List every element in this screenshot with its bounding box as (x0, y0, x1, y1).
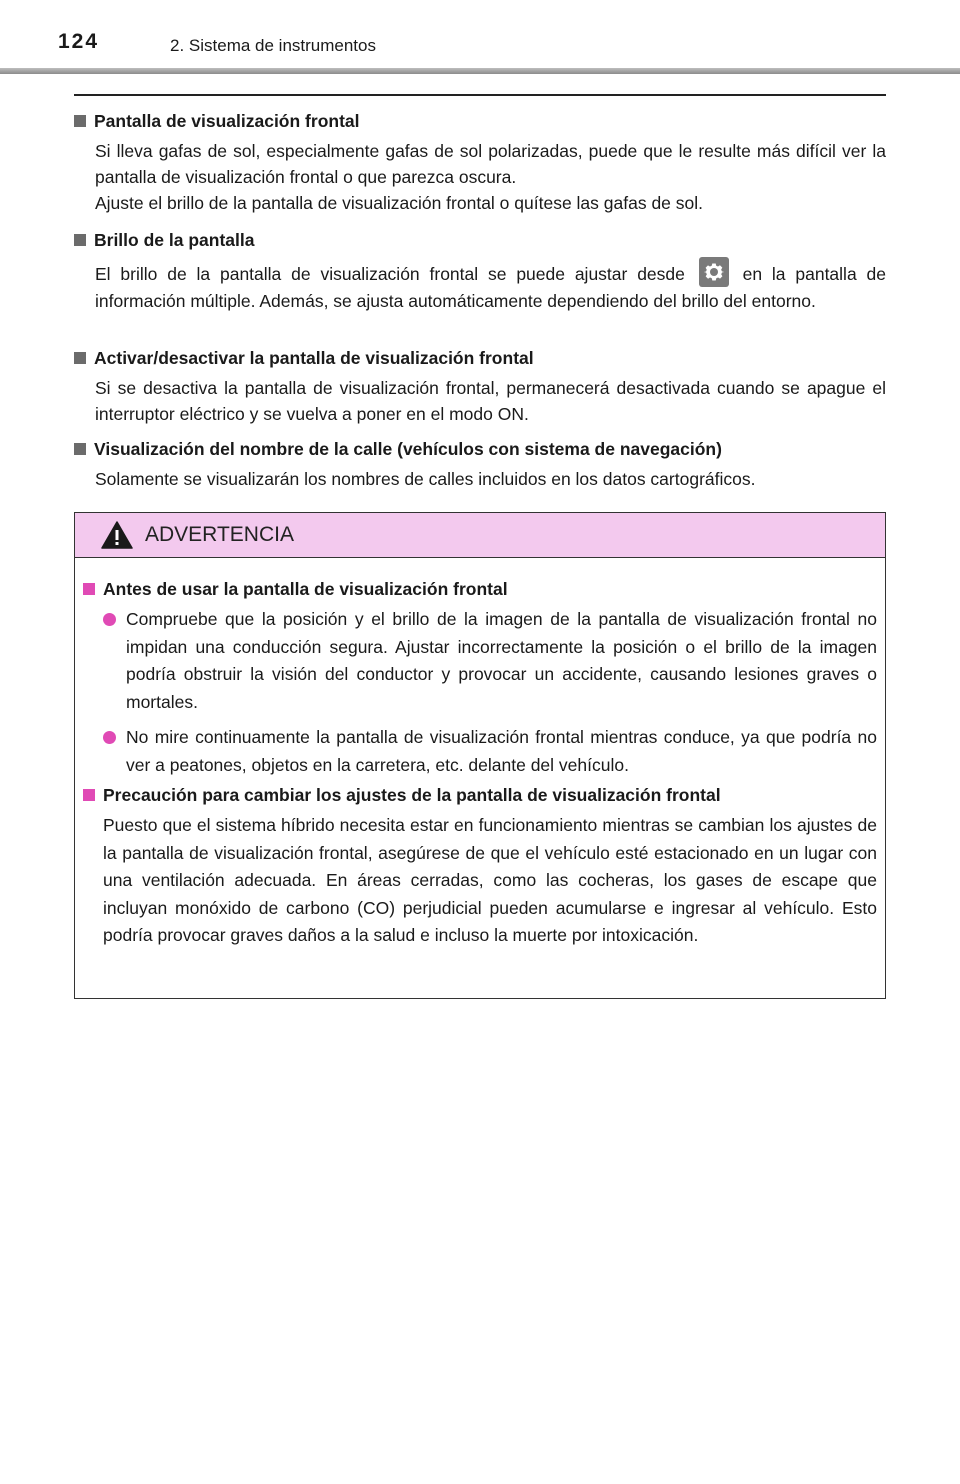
warning-title: ADVERTENCIA (145, 523, 294, 546)
section-brightness: Brillo de la pantalla El brillo de la pa… (74, 230, 886, 315)
square-bullet-icon (83, 789, 95, 801)
subsection-title: Antes de usar la pantalla de visualizaci… (103, 579, 508, 599)
section-title: Visualización del nombre de la calle (ve… (94, 439, 722, 459)
chapter-title: 2. Sistema de instrumentos (170, 36, 376, 55)
page-number: 124 (58, 30, 100, 53)
section-toggle-display: Activar/desactivar la pantalla de visual… (74, 348, 886, 427)
dot-bullet-icon (103, 731, 116, 744)
section-display-sunglasses: Pantalla de visualización frontal Si lle… (74, 111, 886, 216)
gear-icon (698, 257, 729, 287)
section-title: Brillo de la pantalla (94, 230, 255, 250)
paragraph: Ajuste el brillo de la pantalla de visua… (95, 193, 704, 213)
section-body: Si se desactiva la pantalla de visualiza… (95, 375, 886, 427)
list-item: No mire continuamente la pantalla de vis… (103, 724, 877, 779)
square-bullet-icon (74, 115, 86, 127)
divider (74, 94, 886, 96)
dot-bullet-icon (103, 613, 116, 626)
section-body: Solamente se visualizarán los nombres de… (95, 466, 886, 492)
square-bullet-icon (83, 583, 95, 595)
warning-subsection: Antes de usar la pantalla de visualizaci… (83, 579, 877, 779)
section-body: El brillo de la pantalla de visualizació… (95, 257, 886, 315)
warning-triangle-icon (101, 521, 133, 549)
paragraph: Si se desactiva la pantalla de visualiza… (95, 378, 886, 424)
paragraph: Si lleva gafas de sol, especialmente gaf… (95, 141, 886, 187)
paragraph-text: El brillo de la pantalla de visualizació… (95, 264, 685, 284)
header-band (0, 68, 960, 74)
page-header: 124 2. Sistema de instrumentos (0, 0, 960, 80)
warning-box: ADVERTENCIA Antes de usar la pantalla de… (74, 512, 886, 999)
warning-subsection: Precaución para cambiar los ajustes de l… (83, 785, 877, 950)
section-title: Pantalla de visualización frontal (94, 111, 360, 131)
section-body: Si lleva gafas de sol, especialmente gaf… (95, 138, 886, 216)
list-item: Compruebe que la posición y el brillo de… (103, 606, 877, 716)
warning-header: ADVERTENCIA (75, 513, 885, 558)
section-title: Activar/desactivar la pantalla de visual… (94, 348, 534, 368)
paragraph: Solamente se visualizarán los nombres de… (95, 469, 756, 489)
paragraph-text: en la pantalla de información múltiple. … (95, 264, 886, 311)
subsection-title: Precaución para cambiar los ajustes de l… (103, 785, 721, 805)
square-bullet-icon (74, 443, 86, 455)
square-bullet-icon (74, 234, 86, 246)
section-street-names: Visualización del nombre de la calle (ve… (74, 439, 886, 492)
square-bullet-icon (74, 352, 86, 364)
subsection-body: Puesto que el sistema híbrido necesita e… (103, 815, 877, 945)
